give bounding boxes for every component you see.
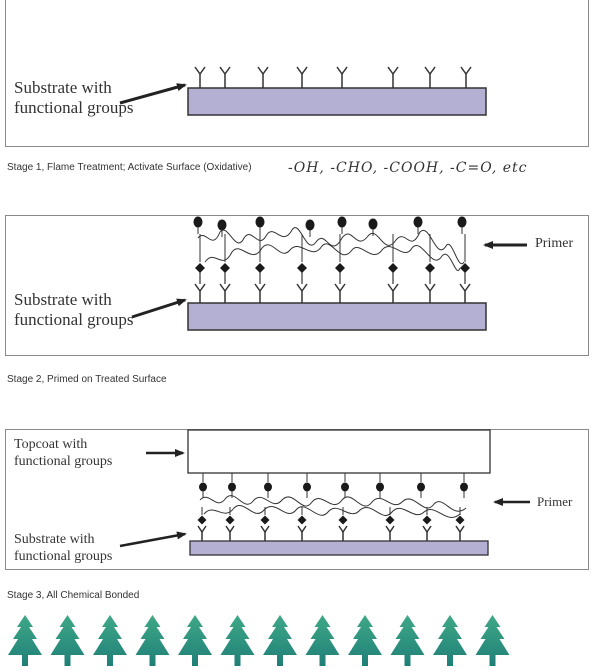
primer-end-group xyxy=(460,482,468,492)
stage1-panel xyxy=(5,0,589,147)
stage3-topcoat-bar xyxy=(187,429,491,474)
functional-group xyxy=(424,283,436,303)
functional-group xyxy=(219,66,231,88)
bond-diamond xyxy=(425,263,435,273)
stage2-primed-groups xyxy=(193,216,471,303)
primer-end-group xyxy=(264,482,272,492)
stage2-substrate-bar xyxy=(187,302,487,331)
stage2-caption: Stage 2, Primed on Treated Surface xyxy=(7,374,167,385)
tree-icon xyxy=(220,615,255,666)
stage3-substrate-bar xyxy=(189,540,489,556)
functional-group xyxy=(296,283,308,303)
primer-end-group xyxy=(337,216,347,228)
primer-end-group xyxy=(199,482,207,492)
bond-diamond xyxy=(260,515,270,525)
stage1-caption: Stage 1, Flame Treatment; Activate Surfa… xyxy=(7,162,252,173)
functional-group xyxy=(336,66,348,88)
stage3-caption: Stage 3, All Chemical Bonded xyxy=(7,590,140,601)
stage1-substrate-bar xyxy=(187,87,487,116)
primer-end-group xyxy=(228,482,236,492)
bond-diamond xyxy=(197,515,207,525)
stage1-substrate-arrow xyxy=(119,83,187,105)
tree-icon xyxy=(50,615,85,666)
primer-end-group xyxy=(303,482,311,492)
primer-end-group xyxy=(305,219,315,231)
primer-end-group xyxy=(368,218,378,230)
tree-icon xyxy=(178,615,212,666)
primer-end-group xyxy=(417,482,425,492)
functional-group xyxy=(194,66,206,88)
stage3-primer-chains-2 xyxy=(203,505,461,518)
functional-group xyxy=(422,525,432,541)
bond-diamond xyxy=(422,515,432,525)
bond-diamond xyxy=(455,515,465,525)
functional-group xyxy=(338,525,348,541)
tree-icon xyxy=(475,615,510,666)
functional-group xyxy=(459,283,471,303)
stage2-substrate-arrow xyxy=(131,298,187,319)
stage2-primer-chains-2 xyxy=(204,243,461,272)
bond-diamond xyxy=(297,263,307,273)
tree-icon xyxy=(263,615,297,666)
functional-group xyxy=(424,66,436,88)
primer-end-group xyxy=(413,216,423,228)
stage2-primer-label: Primer xyxy=(535,236,574,251)
bond-diamond xyxy=(335,263,345,273)
functional-group xyxy=(455,525,465,541)
functional-group xyxy=(296,66,308,88)
stage2-panel xyxy=(5,215,589,356)
functional-group xyxy=(385,525,395,541)
tree-icon xyxy=(305,615,340,666)
functional-group xyxy=(254,283,266,303)
bond-diamond xyxy=(255,263,265,273)
bond-diamond xyxy=(297,515,307,525)
bond-diamond xyxy=(338,515,348,525)
functional-group xyxy=(387,66,399,88)
stage3-substrate-label: Substrate with functional groups xyxy=(14,532,113,564)
stage3-topcoat-label: Topcoat with functional groups xyxy=(14,437,113,469)
functional-group xyxy=(334,283,346,303)
tree-icon xyxy=(348,615,382,666)
primer-end-group xyxy=(217,219,227,231)
stage3-primer-label: Primer xyxy=(537,494,573,509)
bond-diamond xyxy=(195,263,205,273)
primer-end-group xyxy=(376,482,384,492)
primer-end-group xyxy=(457,216,467,228)
functional-group xyxy=(197,525,207,541)
bond-diamond xyxy=(220,263,230,273)
bond-diamond xyxy=(460,263,470,273)
tree-row xyxy=(8,615,510,666)
functional-group xyxy=(260,525,270,541)
functional-group xyxy=(387,283,399,303)
tree-icon xyxy=(8,615,42,666)
stage1-functional-groups xyxy=(194,66,472,88)
tree-icon xyxy=(433,615,467,666)
stage1-substrate-label: Substrate with functional groups xyxy=(14,78,134,118)
functional-group xyxy=(297,525,307,541)
stage3-bonded-groups xyxy=(197,473,468,541)
bond-diamond xyxy=(388,263,398,273)
primer-end-group xyxy=(341,482,349,492)
bond-diamond xyxy=(385,515,395,525)
functional-group xyxy=(194,283,206,303)
tree-icon xyxy=(93,615,127,666)
primer-end-group xyxy=(193,216,203,228)
stage2-substrate-label: Substrate with functional groups xyxy=(14,290,134,330)
stage1-functional-groups-handwriting: -OH, -CHO, -COOH, -C=O, etc xyxy=(288,160,528,176)
functional-group xyxy=(460,66,472,88)
primer-end-group xyxy=(255,216,265,228)
tree-icon xyxy=(390,615,425,666)
stage3-primer-chains xyxy=(199,495,467,512)
functional-group xyxy=(219,283,231,303)
functional-group xyxy=(225,525,235,541)
stage2-primer-chains xyxy=(197,227,465,265)
stage3-substrate-arrow xyxy=(119,531,187,548)
bond-diamond xyxy=(225,515,235,525)
functional-group xyxy=(257,66,269,88)
tree-icon xyxy=(135,615,170,666)
